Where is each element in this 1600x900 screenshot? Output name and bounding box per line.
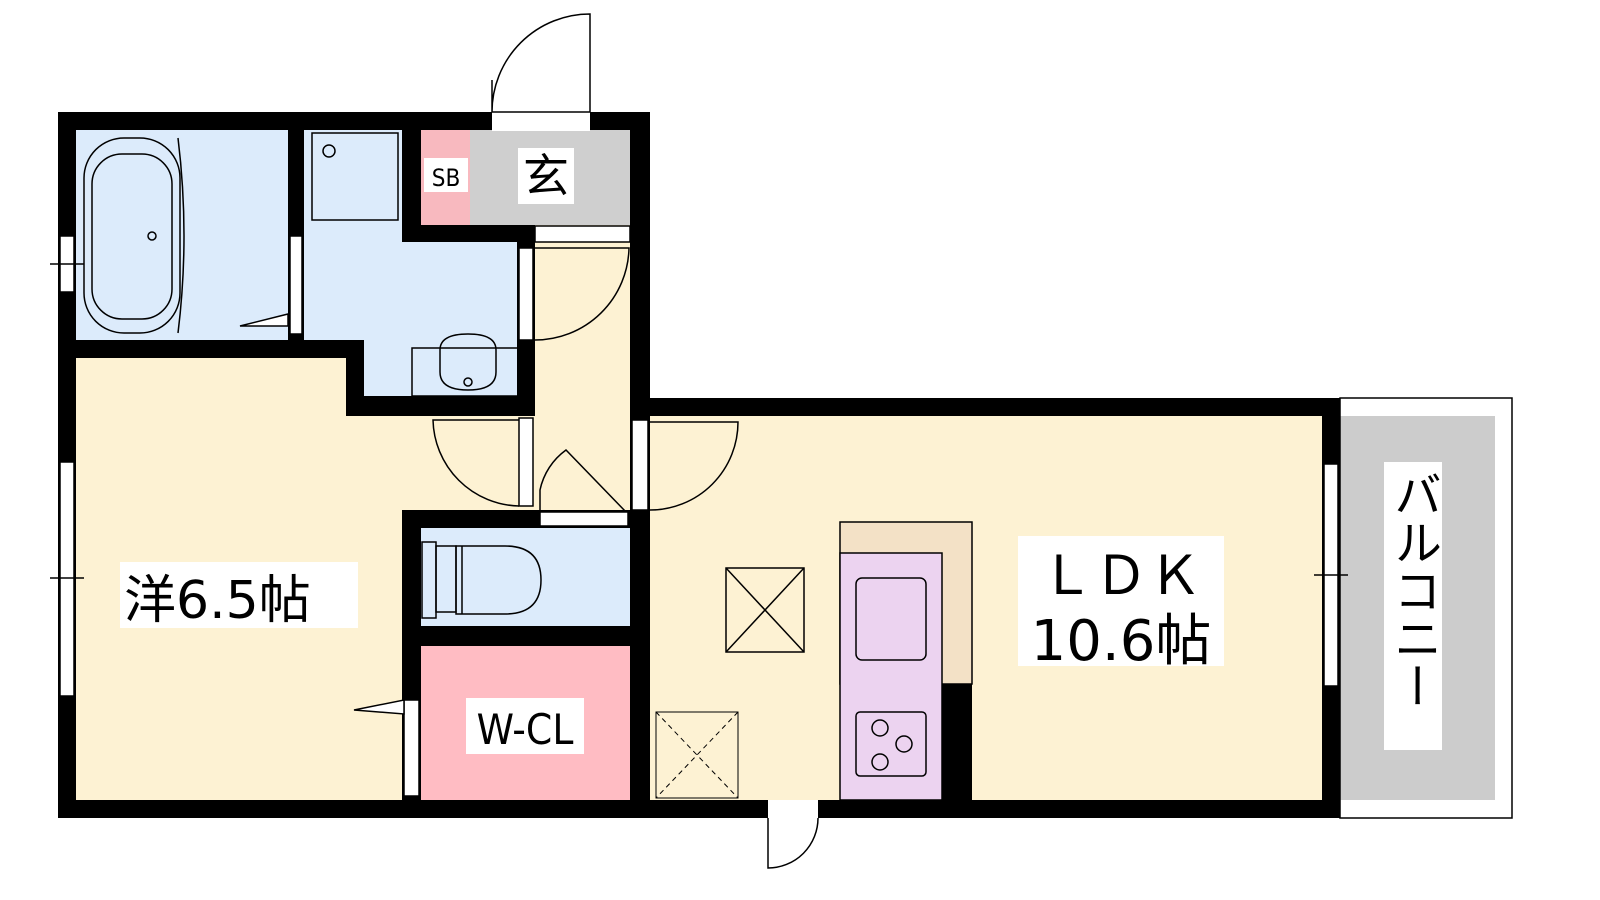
- storage-box-x2: [725, 567, 805, 653]
- wash-door-swing: [534, 247, 630, 341]
- western-door-opening: [518, 417, 534, 507]
- openings: [50, 111, 1348, 818]
- entrance-label-bg: [518, 148, 574, 204]
- western-room-size: 6.5帖: [176, 571, 311, 631]
- western-window: [59, 461, 75, 697]
- western-room-label: 洋6.5帖: [124, 571, 311, 631]
- western-room-label-bg: [120, 562, 358, 628]
- fixtures: [83, 132, 973, 801]
- wash-door-opening: [518, 247, 534, 341]
- storage-box: [725, 567, 805, 653]
- door-swings: [432, 13, 819, 869]
- balcony-label: バルコニー: [1385, 470, 1441, 710]
- wall-sb-left: [402, 112, 421, 242]
- fridge-space-x1: [655, 711, 739, 799]
- ldk-name-label: ＬＤＫ: [1040, 544, 1202, 607]
- ldk-door-opening: [631, 419, 649, 511]
- washer-drain: [322, 144, 336, 158]
- balcony-label-bg: [1384, 462, 1442, 750]
- kitchen-sink: [855, 577, 927, 661]
- fridge-space: [655, 711, 739, 799]
- wall-top-ldk: [630, 398, 1340, 416]
- wall-bottom: [58, 800, 1340, 818]
- ldk-door-swing: [649, 421, 739, 511]
- washing-machine: [311, 132, 399, 221]
- closet-label: W-CL: [477, 705, 574, 754]
- western-door-swing: [432, 419, 520, 507]
- ldk-bottom-window: [768, 800, 818, 818]
- fridge-space-x2: [655, 711, 739, 799]
- closet-door-marker: [353, 699, 405, 715]
- wall-right-upper: [630, 112, 650, 416]
- vanity-counter: [411, 347, 519, 397]
- western-room-name: 洋: [124, 571, 176, 631]
- toilet-bowl: [455, 545, 542, 615]
- front-door-gap: [492, 111, 590, 131]
- toilet-door-opening: [539, 511, 629, 527]
- bathtub-drain: [147, 231, 157, 241]
- wall-kitchen-end: [942, 684, 972, 800]
- burner-2: [895, 735, 913, 753]
- wall-sb-bottom: [402, 225, 535, 242]
- vanity-basin: [439, 333, 497, 391]
- wall-bath-bottom: [58, 340, 364, 358]
- entrance-step: [534, 225, 631, 243]
- closet-label-bg: [466, 698, 584, 754]
- ldk-size-label: 10.6帖: [1031, 609, 1212, 674]
- kitchen-stove: [855, 711, 927, 777]
- bathroom-area: [76, 130, 288, 340]
- shoebox-label: SB: [432, 164, 461, 192]
- wall-wash-bottom: [346, 396, 535, 416]
- entrance-label: 玄: [523, 149, 569, 203]
- hallway-area: [535, 225, 630, 515]
- bath-door: [289, 235, 303, 335]
- burner-3: [871, 753, 889, 771]
- wall-toilet-bottom: [402, 626, 650, 646]
- front-door-swing: [491, 13, 591, 113]
- bottom-door-swing: [767, 817, 819, 869]
- bathtub: [83, 137, 181, 334]
- ldk-label-bg: [1018, 536, 1224, 666]
- shoebox-label-bg: [424, 158, 468, 192]
- labels: 玄 SB 洋6.5帖 W-CL ＬＤＫ 10.6帖 バルコニー: [120, 148, 1442, 754]
- burner-1: [871, 719, 889, 737]
- bath-wall-panel: [177, 137, 185, 334]
- vanity-tap: [463, 377, 473, 387]
- kitchen-counter: [839, 552, 943, 801]
- closet-door: [403, 699, 420, 797]
- toilet-door-swing: [539, 449, 627, 513]
- bathtub-inner: [91, 153, 173, 320]
